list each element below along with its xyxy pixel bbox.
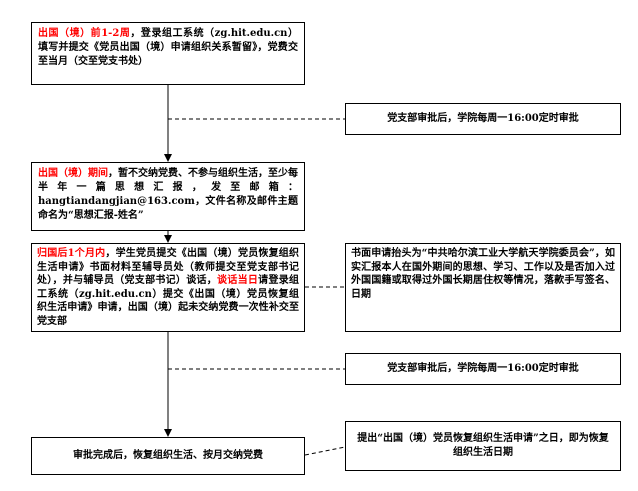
box-text: 归国后1个月内，学生党员提交《出国（境）党员恢复组织生活申请》书面材料至辅导员处… bbox=[37, 248, 300, 327]
note-approval-schedule-2: 党支部审批后，学院每周一16:00定时审批 bbox=[345, 353, 621, 385]
step-after-return: 归国后1个月内，学生党员提交《出国（境）党员恢复组织生活申请》书面材料至辅导员处… bbox=[31, 243, 305, 332]
note-written-application-format: 书面申请抬头为“中共哈尔滨工业大学航天学院委员会”，如实汇报本人在国外期间的思想… bbox=[345, 243, 621, 332]
box-text: 党支部审批后，学院每周一16:00定时审批 bbox=[387, 113, 579, 124]
step-before-departure: 出国（境）前1-2周，登录组工系统（zg.hit.edu.cn）填写并提交《党员… bbox=[31, 22, 305, 85]
box-text: 党支部审批后，学院每周一16:00定时审批 bbox=[387, 363, 579, 374]
arrow-step2 bbox=[164, 154, 172, 162]
box-text: 出国（境）前1-2周，登录组工系统（zg.hit.edu.cn）填写并提交《党员… bbox=[38, 28, 298, 67]
note-approval-schedule-1: 党支部审批后，学院每周一16:00定时审批 bbox=[345, 103, 621, 135]
box-text: 出国（境）期间，暂不交纳党费、不参与组织生活，至少每半年一篇思想汇报，发至邮箱：… bbox=[38, 168, 298, 221]
box-text: 书面申请抬头为“中共哈尔滨工业大学航天学院委员会”，如实汇报本人在国外期间的思想… bbox=[351, 248, 615, 300]
step-approved: 审批完成后，恢复组织生活、按月交纳党费 bbox=[31, 437, 305, 475]
box-text: 审批完成后，恢复组织生活、按月交纳党费 bbox=[73, 450, 263, 461]
arrow-step3 bbox=[164, 235, 172, 243]
step-during-abroad: 出国（境）期间，暂不交纳党费、不参与组织生活，至少每半年一篇思想汇报，发至邮箱：… bbox=[31, 162, 305, 231]
note-restore-date: 提出“出国（境）党员恢复组织生活申请”之日，即为恢复组织生活日期 bbox=[345, 421, 621, 471]
arrow-step4 bbox=[164, 429, 172, 437]
connector-branch-note4 bbox=[304, 446, 346, 456]
box-text: 提出“出国（境）党员恢复组织生活申请”之日，即为恢复组织生活日期 bbox=[357, 433, 609, 458]
